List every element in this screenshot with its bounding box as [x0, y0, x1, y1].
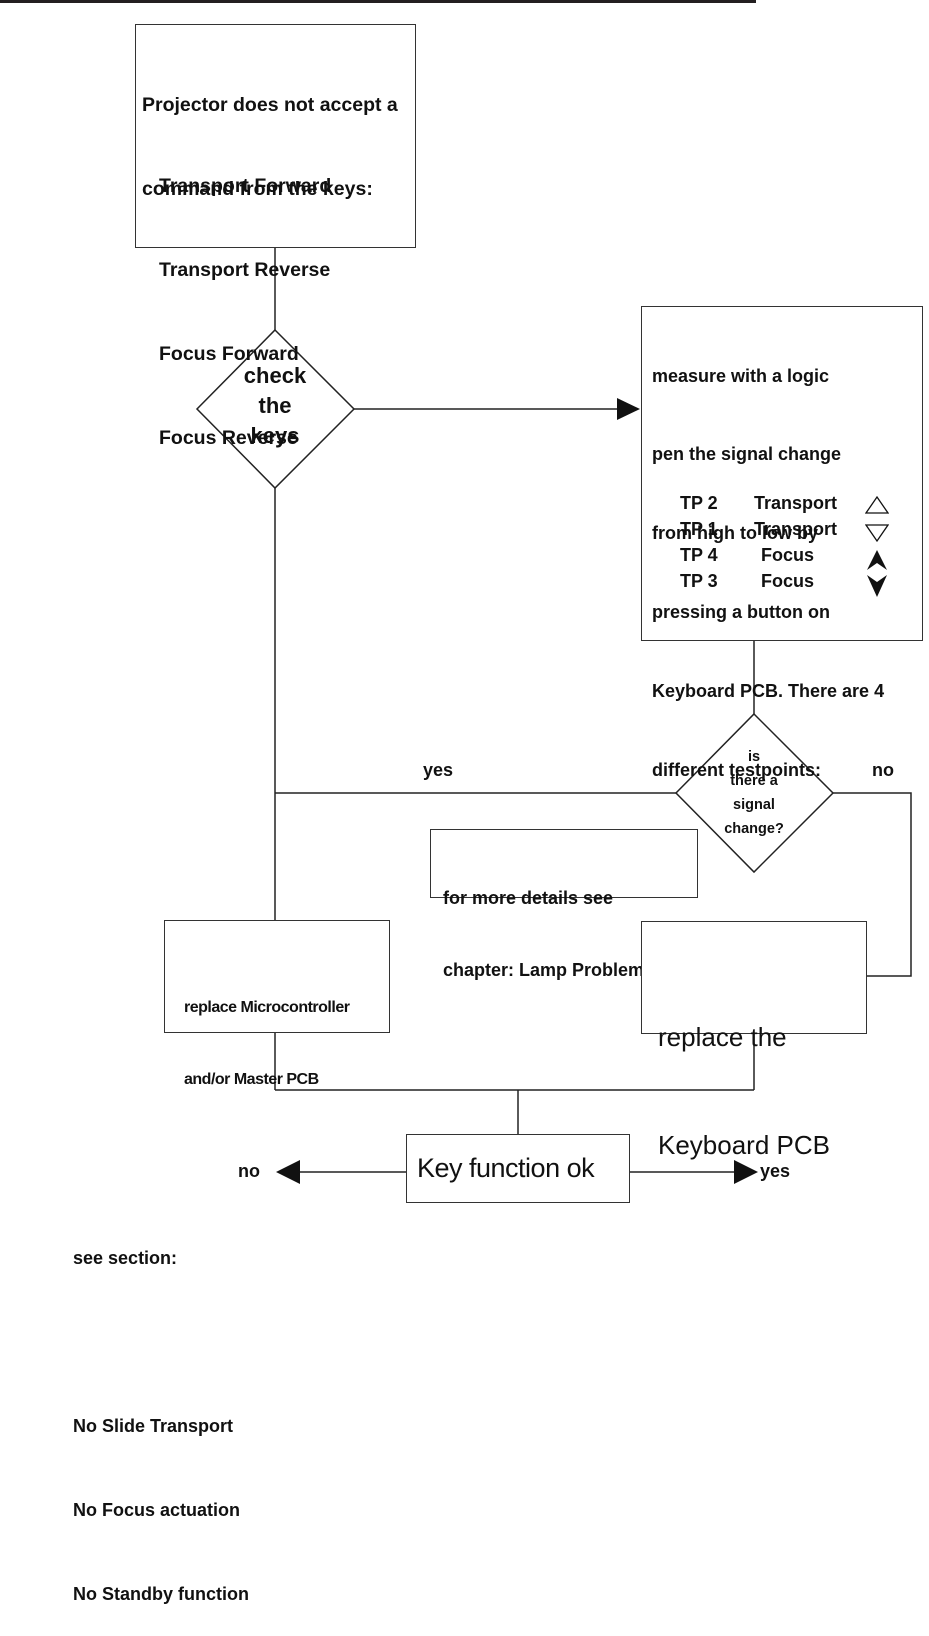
keyboard-line: replace the — [658, 1022, 787, 1052]
arrowhead-no-icon — [276, 1160, 300, 1184]
result-label: Key function ok — [417, 1153, 595, 1183]
testpoint-row: TP 4 Focus — [642, 545, 922, 571]
see-section-block: see section: No Slide Transport No Focus… — [73, 1188, 249, 1636]
start-problem-box: Projector does not accept a command from… — [135, 24, 416, 449]
replace-microcontroller-box: replace Microcontroller and/or Master PC… — [164, 920, 390, 1088]
signal-change-label: is there a signal change? — [724, 749, 784, 837]
key-item: Focus Forward — [159, 343, 299, 365]
replace-keyboard-pcb-box: replace the Keyboard PCB — [641, 921, 867, 1160]
signal-change-diamond — [674, 712, 835, 874]
testpoint-row: TP 1 Transport — [642, 519, 922, 545]
see-section-item: No Slide Transport — [73, 1416, 234, 1436]
result-no-label: no — [238, 1161, 260, 1181]
see-section-item: No Focus actuation — [73, 1500, 241, 1520]
measure-line: pen the signal change — [652, 444, 842, 465]
header-rule — [0, 0, 756, 3]
micro-line: and/or Master PCB — [184, 1071, 319, 1088]
key-function-ok-box: Key function ok — [406, 1134, 630, 1203]
no-label: no — [872, 760, 894, 780]
triangle-up-outline-icon — [865, 495, 889, 514]
key-item: Focus Reverse — [159, 427, 298, 449]
result-yes-label: yes — [760, 1161, 791, 1181]
arrowhead-to-measure-icon — [617, 398, 640, 420]
keyboard-line: Keyboard PCB — [658, 1130, 830, 1160]
note-line: chapter: Lamp Problems — [443, 960, 655, 980]
arrow-down-solid-icon — [867, 575, 887, 597]
note-lamp-problems-box: for more details see chapter: Lamp Probl… — [430, 829, 698, 980]
measure-signal-box: measure with a logic pen the signal chan… — [641, 306, 923, 780]
yes-label: yes — [423, 760, 454, 780]
key-item: Transport Reverse — [159, 259, 331, 281]
arrowhead-yes-icon — [734, 1160, 758, 1184]
measure-line: different testpoints: — [652, 760, 821, 781]
measure-line: measure with a logic — [652, 365, 830, 386]
triangle-down-outline-icon — [865, 524, 889, 543]
connector-no-branch — [833, 792, 912, 977]
see-section-heading: see section: — [73, 1248, 178, 1268]
micro-line: replace Microcontroller — [184, 999, 350, 1016]
measure-line: Keyboard PCB. There are 4 — [652, 681, 885, 702]
start-title-line: command from the keys: — [142, 178, 373, 200]
check-keys-label: check the keys — [243, 363, 307, 448]
arrow-up-solid-icon — [867, 550, 887, 570]
testpoint-row: TP 2 Transport — [642, 493, 922, 519]
start-title-line: Projector does not accept a — [142, 94, 398, 116]
note-line: for more details see — [443, 888, 614, 908]
see-section-item: No Standby function — [73, 1584, 249, 1604]
measure-line: pressing a button on — [652, 602, 830, 623]
connector-lines — [195, 247, 912, 1184]
key-item: Transport Forward — [159, 175, 332, 197]
measure-line: from high to low by — [652, 523, 818, 544]
testpoint-row: TP 3 Focus — [642, 571, 922, 597]
